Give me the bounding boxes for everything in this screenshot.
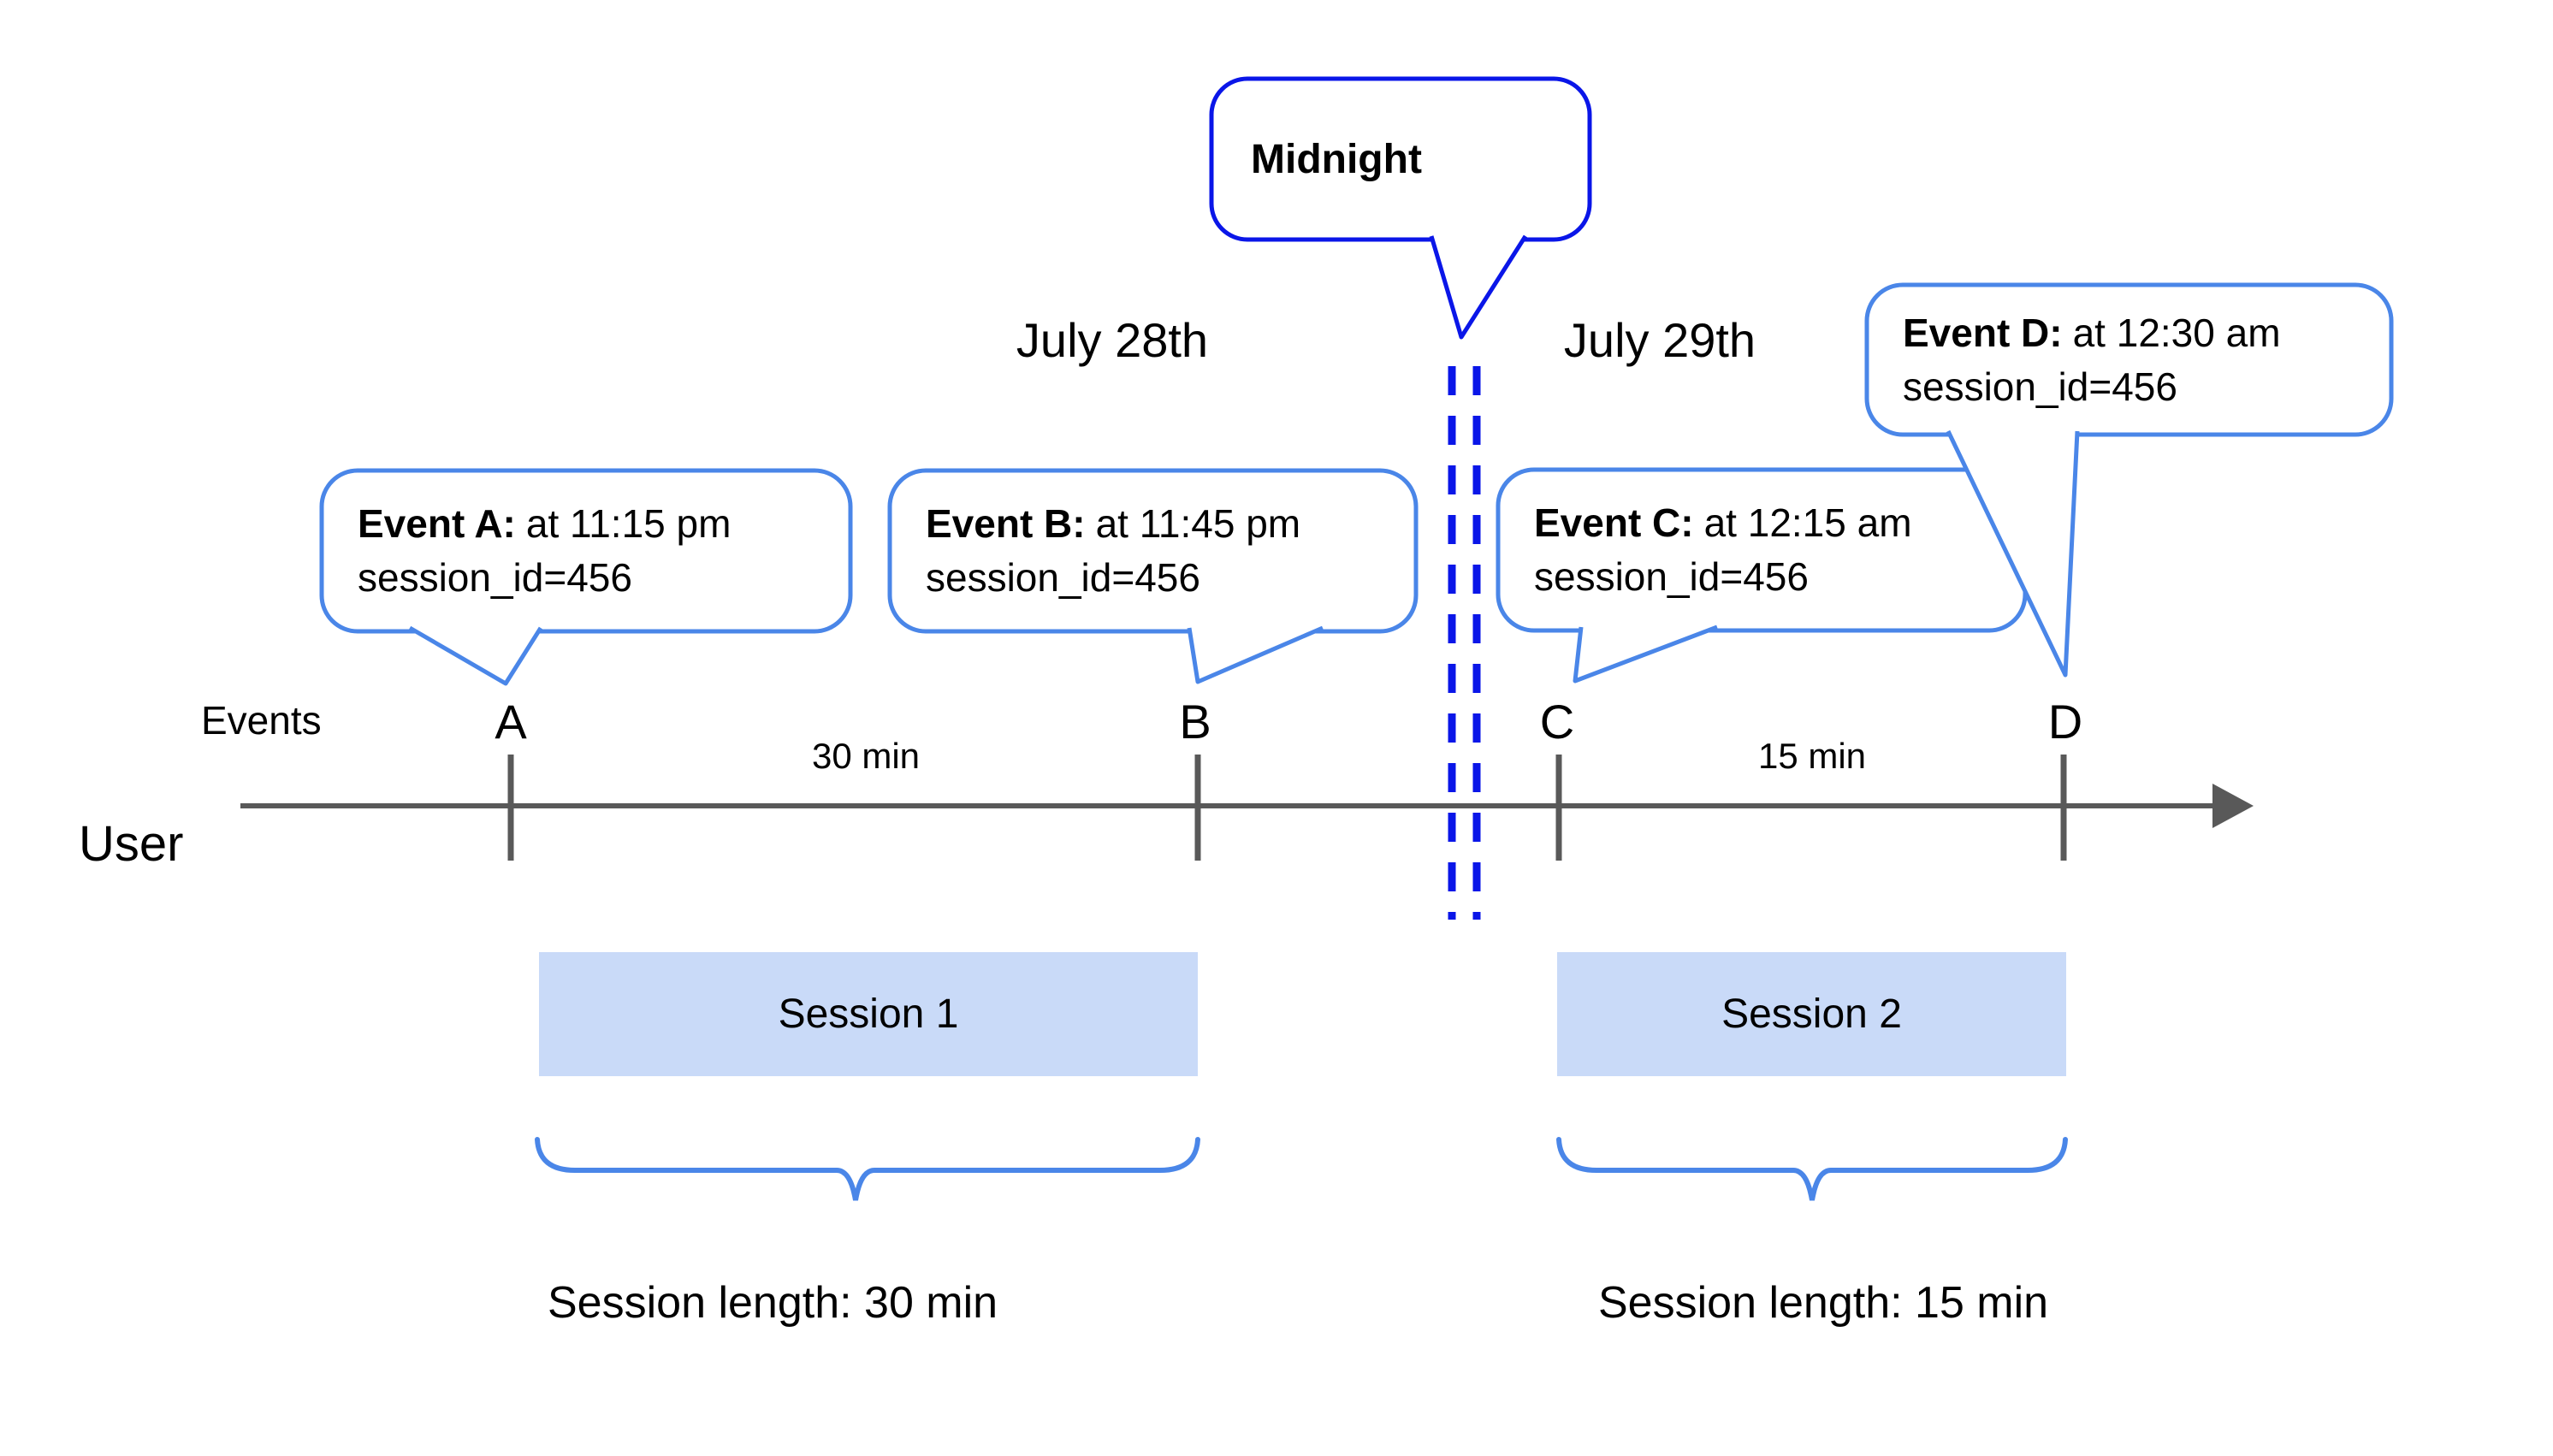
event-d-bubble — [1864, 282, 2394, 437]
event-letter-a: A — [495, 695, 527, 749]
midnight-label: Midnight — [1251, 136, 1422, 182]
event-d-line1: Event D:at 12:30 am — [1903, 306, 2281, 360]
event-d-bubble-text: Event D:at 12:30 am session_id=456 — [1903, 285, 2281, 435]
session2-box: Session 2 — [1557, 952, 2066, 1076]
event-d-time: at 12:30 am — [2072, 310, 2281, 355]
event-c-line1: Event C:at 12:15 am — [1534, 496, 1912, 550]
user-axis-label: User — [79, 816, 184, 872]
event-d-title: Event D: — [1903, 310, 2063, 355]
event-c-time: at 12:15 am — [1703, 500, 1912, 545]
event-b-bubble-text: Event B:at 11:45 pm session_id=456 — [926, 471, 1300, 631]
event-c-title: Event C: — [1534, 500, 1694, 545]
date-july-28: July 28th — [1016, 313, 1209, 367]
event-b-line1: Event B:at 11:45 pm — [926, 497, 1300, 551]
events-axis-label: Events — [201, 698, 322, 743]
midnight-bubble-tail — [1429, 234, 1528, 340]
session1-box: Session 1 — [539, 952, 1198, 1076]
date-july-29: July 29th — [1563, 313, 1756, 367]
session1-length-label: Session length: 30 min — [548, 1278, 998, 1328]
event-b-bubble — [887, 468, 1419, 634]
session2-brace — [1556, 1137, 2068, 1201]
interval-30min-label: 30 min — [811, 736, 921, 776]
event-a-title: Event A: — [358, 501, 516, 546]
event-a-time: at 11:15 pm — [525, 501, 732, 546]
event-letter-c: C — [1539, 695, 1575, 749]
event-d-bubble-tail — [1946, 429, 2080, 678]
interval-15min-label: 15 min — [1757, 736, 1867, 776]
event-b-session-id: session_id=456 — [926, 555, 1200, 600]
event-b-bubble-tail — [1187, 625, 1324, 684]
session2-length-label: Session length: 15 min — [1598, 1278, 2049, 1328]
midnight-bubble — [1209, 76, 1592, 242]
session1-brace — [535, 1137, 1200, 1201]
timeline-arrowhead-icon — [2212, 784, 2254, 828]
event-c-bubble-text: Event C:at 12:15 am session_id=456 — [1534, 470, 1912, 630]
event-letter-b: B — [1179, 695, 1211, 749]
event-d-session-id: session_id=456 — [1903, 364, 2177, 409]
event-a-bubble-text: Event A:at 11:15 pm session_id=456 — [358, 471, 731, 631]
event-b-time: at 11:45 pm — [1095, 501, 1301, 546]
event-a-bubble — [319, 468, 853, 634]
session1-label: Session 1 — [778, 991, 959, 1037]
event-letter-d: D — [2047, 695, 2083, 749]
event-c-bubble-tail — [1573, 624, 1718, 684]
event-a-bubble-tail — [408, 625, 543, 686]
session2-label: Session 2 — [1721, 991, 1902, 1037]
event-a-session-id: session_id=456 — [358, 555, 632, 600]
event-b-title: Event B: — [926, 501, 1086, 546]
event-c-session-id: session_id=456 — [1534, 554, 1809, 599]
event-a-line1: Event A:at 11:15 pm — [358, 497, 731, 551]
